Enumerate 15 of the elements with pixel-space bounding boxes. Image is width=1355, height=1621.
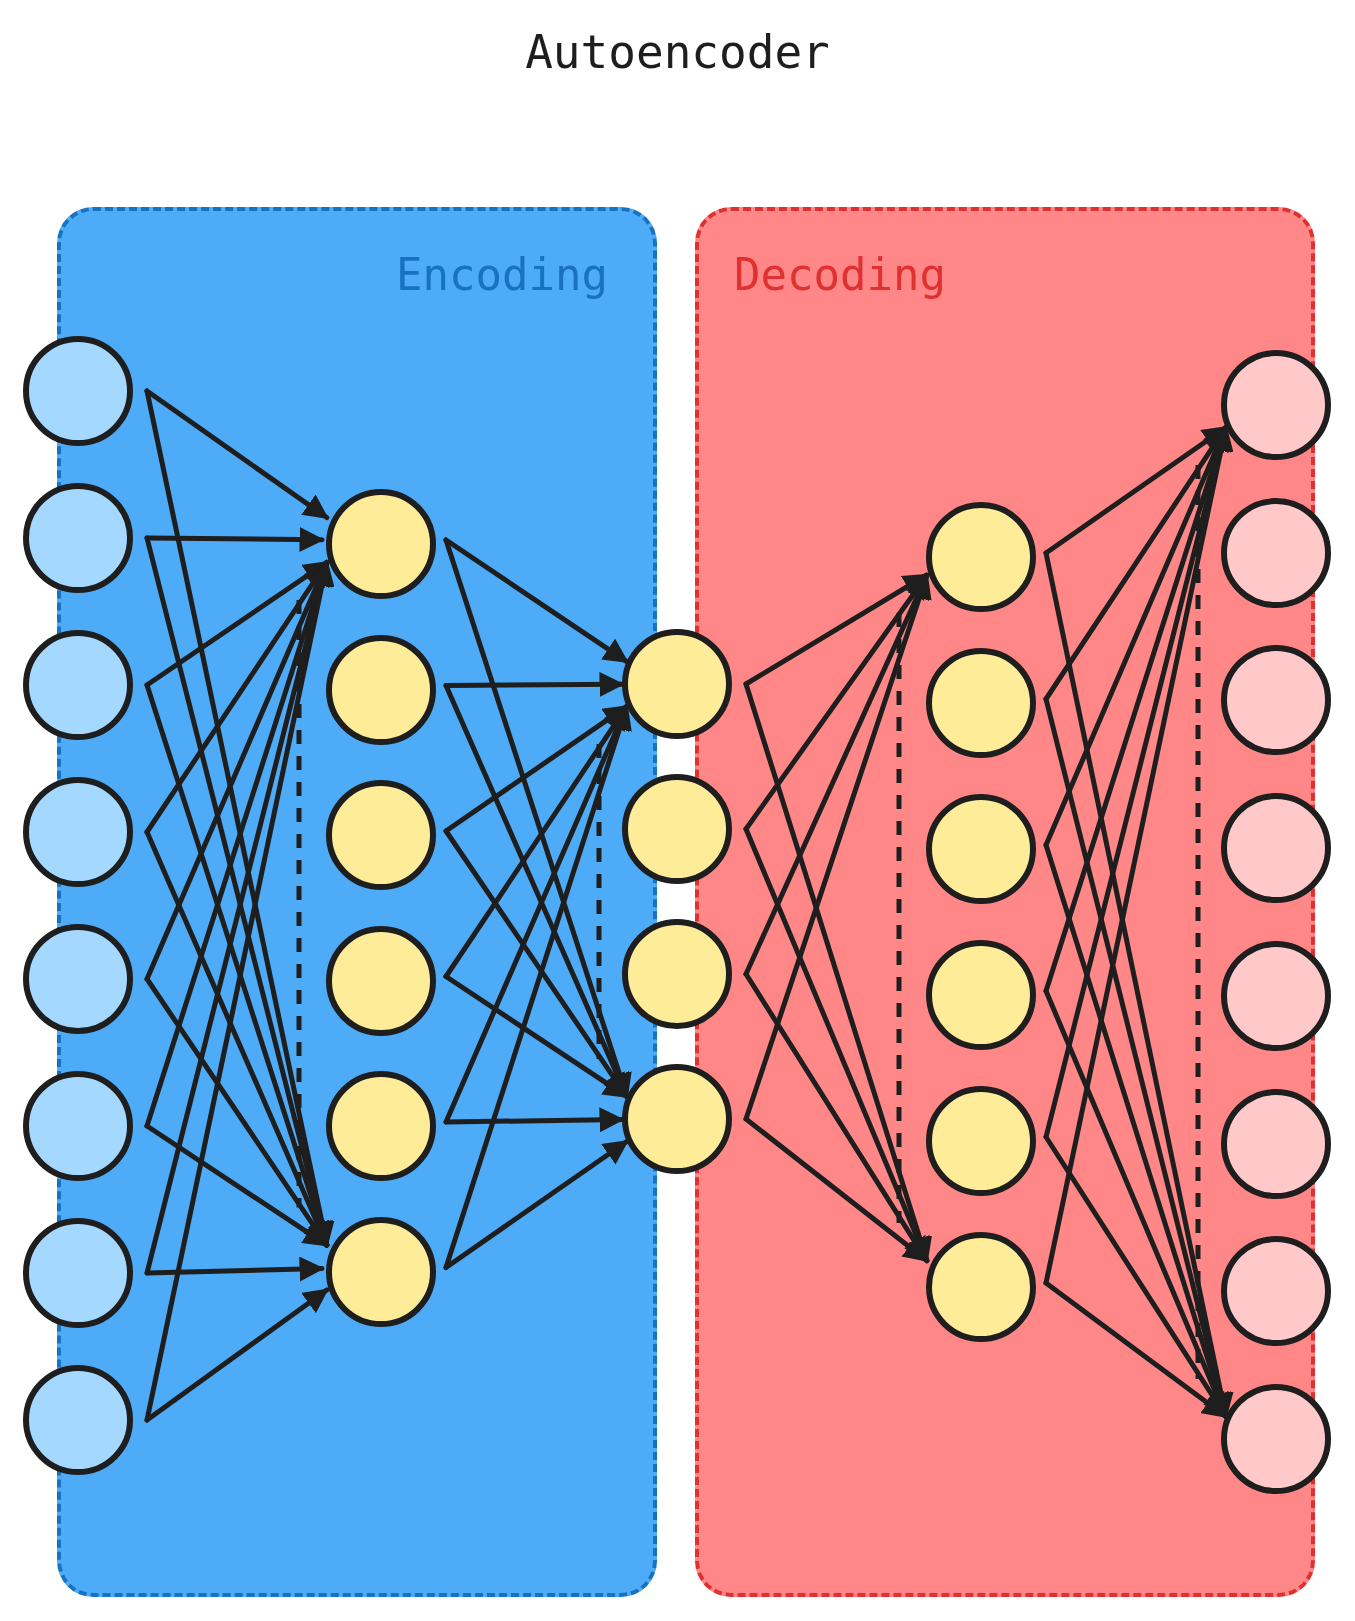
arrow xyxy=(443,537,630,665)
arrow xyxy=(443,671,625,697)
arrow xyxy=(144,1287,330,1423)
arrow xyxy=(144,1123,330,1248)
group-label: Decoding xyxy=(734,249,946,300)
arrow xyxy=(144,388,330,521)
diagram-title: Autoencoder xyxy=(524,25,831,79)
arrow xyxy=(443,1138,630,1270)
arrow xyxy=(743,1116,930,1264)
arrow xyxy=(144,1256,325,1282)
arrow xyxy=(443,703,632,1270)
arrow xyxy=(743,572,930,687)
arrow xyxy=(1043,424,1231,994)
group-label: Encoding xyxy=(396,249,608,300)
arrow xyxy=(443,1107,625,1133)
